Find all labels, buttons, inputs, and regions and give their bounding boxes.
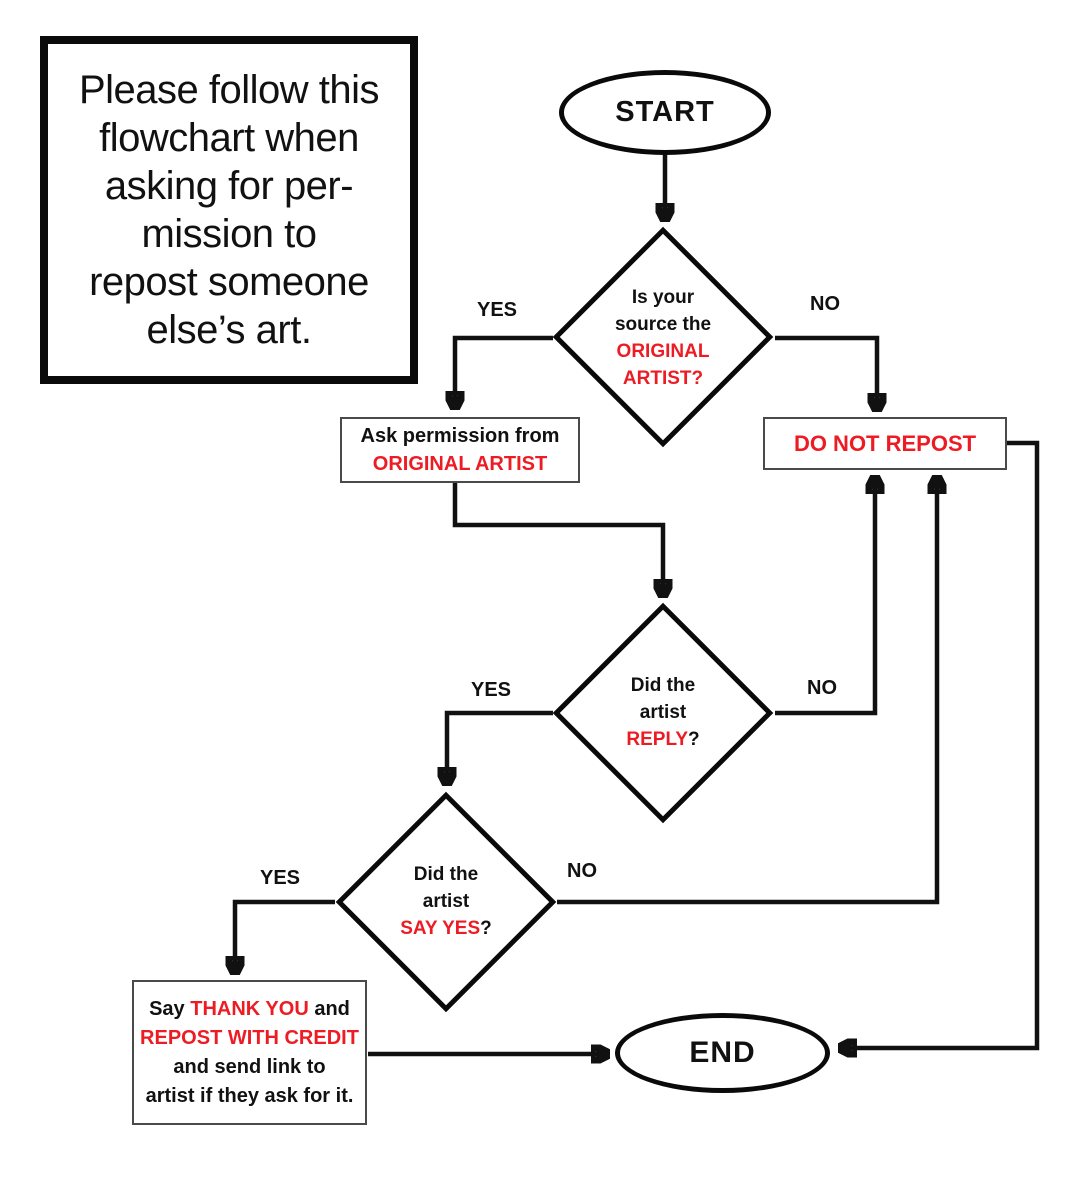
edge-donot-to-end: [838, 440, 1040, 1048]
decision-text-line: REPLY?: [626, 729, 700, 750]
edge-label-no-1: NO: [810, 293, 840, 315]
edge-d3-yes-to-thanks: [235, 899, 335, 975]
edge-d2-no-to-donot: [775, 475, 875, 716]
end-node: END: [615, 1013, 830, 1093]
edge-d3-no-to-donot: [557, 475, 937, 905]
intro-note: Please follow this flowchart when asking…: [40, 36, 418, 384]
edge-d1-yes-to-ask: [455, 335, 553, 410]
decision-text-line: ARTIST?: [622, 368, 704, 389]
intro-line: repost someone: [89, 260, 369, 304]
decision-say-yes: Did the artist SAY YES?: [356, 861, 536, 942]
edge-d1-no-to-donot: [775, 335, 877, 412]
do-not-repost-box: DO NOT REPOST: [763, 417, 1007, 470]
intro-line: asking for per-: [104, 164, 354, 208]
decision-text-line: SAY YES?: [400, 918, 492, 939]
thank-you-repost-box: Say THANK YOU and REPOST WITH CREDIT and…: [132, 980, 367, 1125]
start-node: START: [559, 70, 771, 155]
ask-permission-line: ORIGINAL ARTIST: [372, 453, 548, 475]
decision-text-line: Did the: [630, 675, 696, 696]
ask-permission-box: Ask permission from ORIGINAL ARTIST: [340, 417, 580, 483]
edge-label-yes-2: YES: [470, 679, 512, 701]
start-label: START: [615, 96, 715, 128]
edge-d2-yes-to-d3: [447, 710, 553, 786]
edge-label-yes-1: YES: [476, 299, 518, 321]
decision-text-line: artist: [639, 702, 687, 723]
intro-line: Please follow this: [78, 68, 380, 112]
decision-reply: Did the artist REPLY?: [573, 672, 753, 753]
ask-permission-line: Ask permission from: [360, 425, 560, 447]
thanks-line: artist if they ask for it.: [145, 1084, 354, 1107]
thanks-line: and send link to: [173, 1055, 326, 1078]
intro-line: mission to: [141, 212, 317, 256]
end-label: END: [689, 1036, 756, 1069]
edge-label-no-3: NO: [567, 860, 597, 882]
edge-ask-to-d2: [452, 483, 663, 598]
decision-text-line: Did the: [413, 864, 479, 885]
intro-line: else’s art.: [146, 308, 312, 352]
edge-label-yes-3: YES: [259, 867, 301, 889]
intro-line: flowchart when: [99, 116, 359, 160]
decision-text-line: source the: [614, 314, 712, 335]
decision-original-artist: Is your source the ORIGINAL ARTIST?: [573, 284, 753, 392]
do-not-repost-label: DO NOT REPOST: [793, 430, 977, 456]
decision-text-line: ORIGINAL: [616, 341, 710, 362]
thanks-line: REPOST WITH CREDIT: [140, 1026, 359, 1049]
thanks-line: Say THANK YOU and: [149, 997, 350, 1020]
decision-text-line: artist: [422, 891, 470, 912]
decision-text-line: Is your: [631, 287, 695, 308]
edge-label-no-2: NO: [807, 677, 837, 699]
